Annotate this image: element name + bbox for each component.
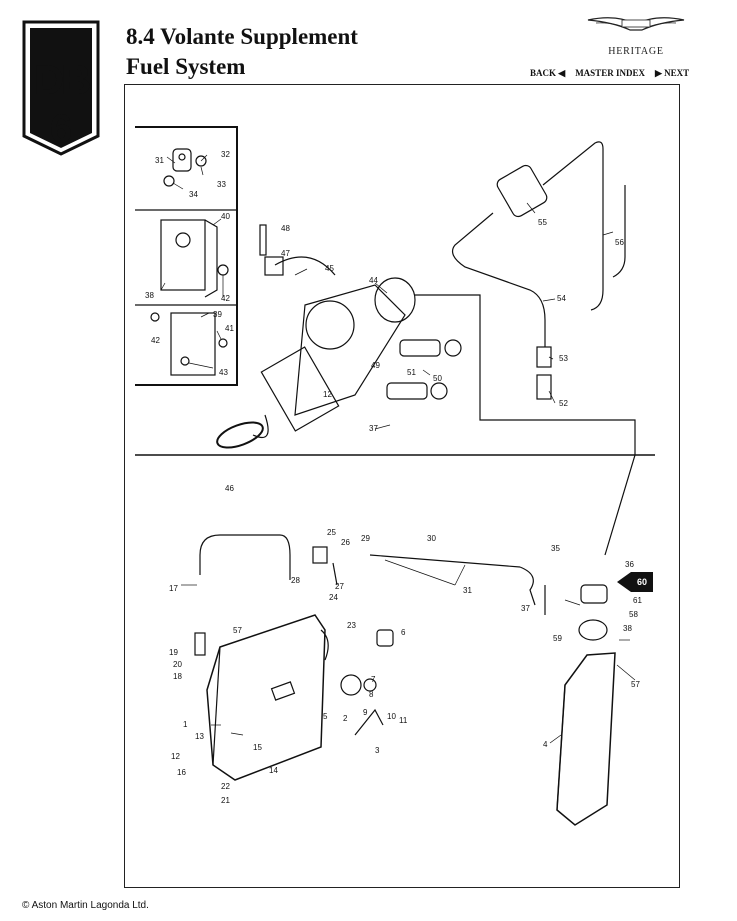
- callout-30: 30: [427, 534, 436, 543]
- callout-3: 3: [375, 746, 380, 755]
- fuel-pipe-assembly-icon: [194, 534, 536, 656]
- callout-60-text: 60: [637, 577, 647, 587]
- callout-23: 23: [347, 621, 356, 630]
- callout-50: 50: [433, 374, 442, 383]
- callout-57b: 57: [631, 680, 640, 689]
- leader-lines: [160, 154, 636, 744]
- callout-21: 21: [221, 796, 230, 805]
- title-line-2: Fuel System: [126, 54, 246, 79]
- svg-text:DB: DB: [34, 56, 90, 103]
- heritage-label: HERITAGE: [608, 46, 664, 57]
- callout-19: 19: [169, 648, 178, 657]
- callout-52: 52: [559, 399, 568, 408]
- callout-6: 6: [401, 628, 406, 637]
- callout-34: 34: [189, 190, 198, 199]
- callout-59: 59: [553, 634, 562, 643]
- callout-32: 32: [221, 150, 230, 159]
- callout-28: 28: [291, 576, 300, 585]
- fuel-tank-left-icon: [206, 614, 329, 781]
- callout-5: 5: [323, 712, 328, 721]
- copyright-notice: © Aston Martin Lagonda Ltd.: [22, 900, 149, 911]
- diagram-frame: 60 31 32 33 34 40 38 42 39 42 41 43 48 4…: [124, 84, 680, 888]
- callout-31: 31: [155, 156, 164, 165]
- callout-33: 33: [217, 180, 226, 189]
- next-link[interactable]: ▶ NEXT: [654, 68, 690, 78]
- callout-24: 24: [329, 593, 338, 602]
- callout-12a: 12: [323, 390, 332, 399]
- aston-martin-wings-logo: [587, 17, 685, 31]
- fuel-filter-icon: [415, 141, 636, 556]
- clip-part-icon: [163, 148, 207, 187]
- fuel-system-exploded-diagram: 60 31 32 33 34 40 38 42 39 42 41 43 48 4…: [135, 126, 655, 826]
- callout-18: 18: [173, 672, 182, 681]
- callout-53: 53: [559, 354, 568, 363]
- callout-29: 29: [361, 534, 370, 543]
- back-link[interactable]: BACK ◀: [530, 68, 566, 78]
- callout-9: 9: [363, 708, 368, 717]
- callout-12: 12: [171, 752, 180, 761]
- db6-logo: DB 6: [22, 20, 100, 156]
- block-part-icon: [160, 219, 229, 298]
- sender-unit-icon: [340, 629, 394, 736]
- callout-35: 35: [551, 544, 560, 553]
- callout-43: 43: [219, 368, 228, 377]
- callout-27: 27: [335, 582, 344, 591]
- callout-11: 11: [399, 716, 408, 725]
- pump-fittings-icon: [259, 224, 462, 400]
- callout-14: 14: [269, 766, 278, 775]
- fuel-pump-icon: [216, 256, 416, 449]
- callout-60-badge: [617, 572, 653, 592]
- callout-labels: 31 32 33 34 40 38 42 39 42 41 43 48 47 4…: [145, 150, 642, 805]
- callout-47: 47: [281, 249, 290, 258]
- callout-56: 56: [615, 238, 624, 247]
- callout-25: 25: [327, 528, 336, 537]
- callout-37a: 37: [369, 424, 378, 433]
- callout-40: 40: [221, 212, 230, 221]
- callout-1: 1: [183, 720, 188, 729]
- callout-49: 49: [371, 361, 380, 370]
- master-index-link[interactable]: MASTER INDEX: [575, 68, 645, 78]
- callout-54: 54: [557, 294, 566, 303]
- callout-42b: 42: [151, 336, 160, 345]
- callout-42a: 42: [221, 294, 230, 303]
- callout-8: 8: [369, 690, 374, 699]
- callout-37b: 37: [521, 604, 530, 613]
- callout-41: 41: [225, 324, 234, 333]
- callout-36: 36: [625, 560, 634, 569]
- page-title: 8.4 Volante Supplement Fuel System: [126, 22, 358, 82]
- callout-7: 7: [371, 675, 376, 684]
- callout-22: 22: [221, 782, 230, 791]
- callout-38: 38: [145, 291, 154, 300]
- callout-13: 13: [195, 732, 204, 741]
- callout-17: 17: [169, 584, 178, 593]
- callout-4: 4: [543, 740, 548, 749]
- callout-38b: 38: [623, 624, 632, 633]
- callout-55: 55: [538, 218, 547, 227]
- callout-61: 61: [633, 596, 642, 605]
- callout-15: 15: [253, 743, 262, 752]
- aston-martin-brand: HERITAGE: [586, 10, 686, 62]
- callout-58: 58: [629, 610, 638, 619]
- callout-16: 16: [177, 768, 186, 777]
- callout-39: 39: [213, 310, 222, 319]
- callout-26: 26: [341, 538, 350, 547]
- inset-panel-border: [135, 126, 238, 386]
- title-line-1: 8.4 Volante Supplement: [126, 24, 358, 49]
- callout-31b: 31: [463, 586, 472, 595]
- block-2-part-icon: [150, 312, 228, 376]
- fuel-tank-right-icon: [544, 584, 616, 826]
- callout-57a: 57: [233, 626, 242, 635]
- callout-10: 10: [387, 712, 396, 721]
- callout-48: 48: [281, 224, 290, 233]
- callout-2: 2: [343, 714, 348, 723]
- callout-44: 44: [369, 276, 378, 285]
- callout-46: 46: [225, 484, 234, 493]
- page-nav: BACK ◀ MASTER INDEX ▶ NEXT: [530, 68, 689, 79]
- callout-20: 20: [173, 660, 182, 669]
- svg-text:6: 6: [50, 107, 72, 151]
- callout-51: 51: [407, 368, 416, 377]
- callout-45: 45: [325, 264, 334, 273]
